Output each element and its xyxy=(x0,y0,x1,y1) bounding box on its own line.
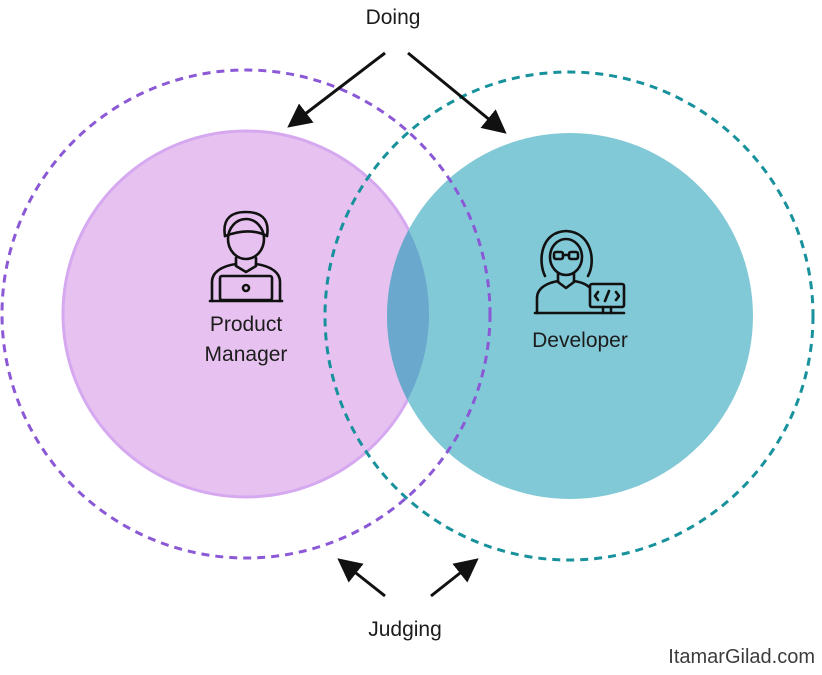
product-manager-label-line-1: Product xyxy=(209,313,283,336)
doing-arrow-left xyxy=(287,51,386,128)
product-manager-label-line-2: Manager xyxy=(204,343,288,366)
judging-arrow-left xyxy=(337,558,386,598)
credit-label: ItamarGilad.com xyxy=(668,646,815,668)
woman-with-code-monitor-icon xyxy=(533,229,626,315)
developer-label: Developer xyxy=(532,329,628,352)
product-manager-judging-ring xyxy=(0,68,492,560)
judging-arrow-right xyxy=(430,558,479,598)
doing-label: Doing xyxy=(365,6,421,29)
judging-label: Judging xyxy=(368,618,442,641)
product-manager-label: Product Manager xyxy=(146,310,346,370)
developer-circle xyxy=(387,133,753,499)
person-with-laptop-icon xyxy=(208,210,284,303)
developer-judging-ring xyxy=(323,70,815,562)
doing-arrow-right xyxy=(407,51,507,134)
